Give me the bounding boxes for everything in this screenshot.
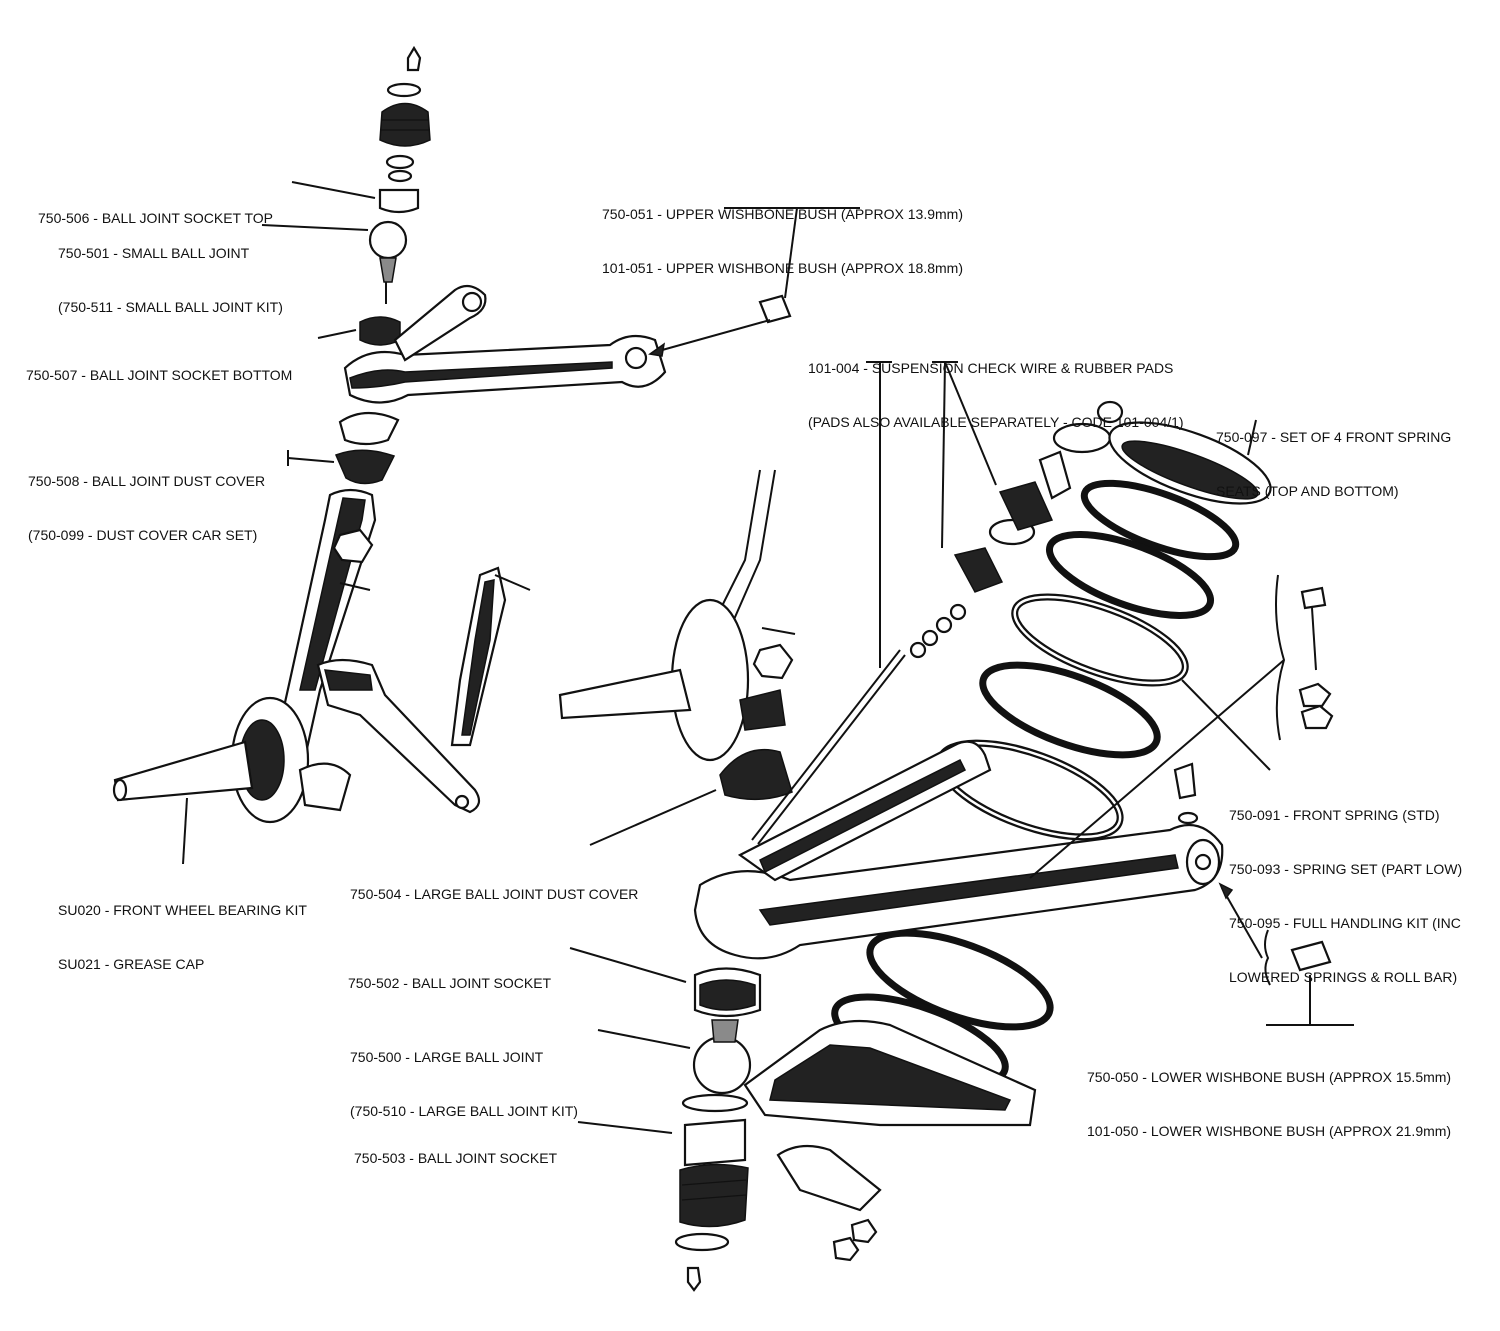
bolt-and-nuts — [1275, 574, 1334, 741]
label-large-ball-joint: 750-500 - LARGE BALL JOINT (750-510 - LA… — [350, 1049, 578, 1119]
upright-left — [112, 488, 377, 824]
small-ball-joint-part — [368, 220, 408, 260]
socket-top-part — [378, 188, 420, 214]
leader-lines — [182, 181, 1354, 1134]
label-front-spring: 750-091 - FRONT SPRING (STD) 750-093 - S… — [1229, 807, 1463, 985]
upper-ball-joint-stack — [359, 45, 431, 346]
large-ball-joint-part — [692, 1035, 752, 1095]
steering-arm — [316, 566, 531, 814]
spring-pan — [743, 1019, 1037, 1262]
label-small-ball-joint: 750-501 - SMALL BALL JOINT (750-511 - SM… — [58, 245, 283, 315]
label-upper-wishbone-bush: 750-051 - UPPER WISHBONE BUSH (APPROX 13… — [602, 206, 963, 276]
label-ball-joint-socket-bottom: 750-507 - BALL JOINT SOCKET BOTTOM — [26, 367, 293, 383]
label-ball-joint-socket-lower: 750-503 - BALL JOINT SOCKET — [354, 1150, 558, 1166]
label-front-wheel-bearing: SU020 - FRONT WHEEL BEARING KIT SU021 - … — [58, 902, 307, 972]
spring-seat-parts — [1052, 400, 1272, 505]
large-dust-cover-part — [719, 748, 793, 801]
upper-bush — [648, 294, 792, 357]
socket-bottom-part — [359, 316, 401, 346]
lower-wishbone — [693, 740, 1224, 960]
lower-bush — [1218, 882, 1332, 986]
label-ball-joint-dust-cover: 750-508 - BALL JOINT DUST COVER (750-099… — [28, 473, 266, 543]
label-ball-joint-socket-upper: 750-502 - BALL JOINT SOCKET — [348, 975, 552, 991]
check-wire — [751, 450, 1072, 845]
upright-right — [558, 469, 796, 762]
label-lower-wishbone-bush: 750-050 - LOWER WISHBONE BUSH (APPROX 15… — [1087, 1069, 1452, 1139]
lower-ball-joint-stack — [674, 967, 762, 1292]
label-ball-joint-socket-top: 750-506 - BALL JOINT SOCKET TOP — [38, 210, 273, 226]
label-large-dust-cover: 750-504 - LARGE BALL JOINT DUST COVER — [350, 886, 639, 902]
small-dust-covers — [334, 411, 400, 485]
upper-wishbone — [343, 284, 667, 404]
label-check-wire: 101-004 - SUSPENSION CHECK WIRE & RUBBER… — [808, 360, 1184, 430]
label-spring-seats: 750-097 - SET OF 4 FRONT SPRING SEATS (T… — [1216, 429, 1452, 499]
